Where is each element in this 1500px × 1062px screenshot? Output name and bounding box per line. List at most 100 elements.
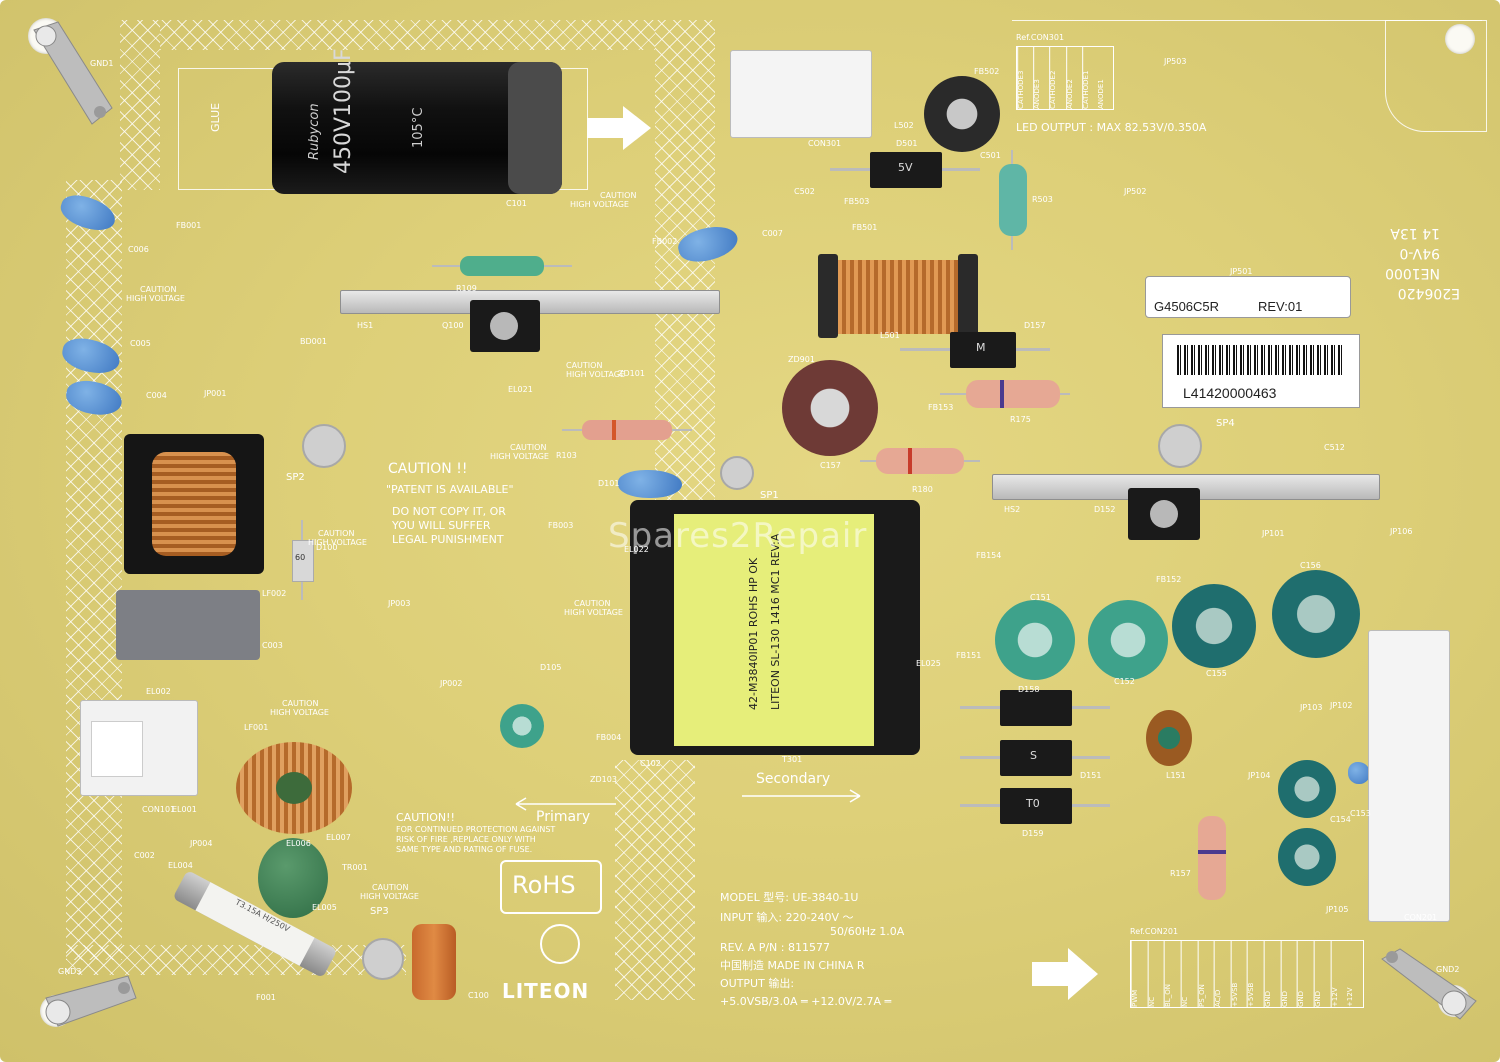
- diode-d501-mark: 5V: [898, 161, 913, 174]
- ref-con201: Ref.CON201: [1130, 927, 1179, 936]
- connector-con201[interactable]: [1368, 630, 1450, 922]
- caution-hv-4: CAUTION: [510, 443, 547, 452]
- con301-pin-6: ANODE1: [1096, 79, 1105, 109]
- con201-pin-table: PWM NC BL_ON NC PS_ON AC/D +5VSB +5VSB G…: [1130, 940, 1364, 1008]
- refdes-fb501: FB501: [852, 223, 878, 232]
- con301-pin-2: ANODE3: [1033, 47, 1050, 109]
- refdes-jp503: JP503: [1164, 57, 1187, 66]
- refdes-r175: R175: [1010, 415, 1031, 424]
- refdes-d152: D152: [1094, 505, 1116, 514]
- refdes-sp4: SP4: [1216, 418, 1235, 429]
- refdes-c006: C006: [128, 245, 149, 254]
- output-line: OUTPUT 输出:: [720, 977, 795, 990]
- hatch-top-band: [160, 20, 655, 50]
- refdes-zd103: ZD103: [590, 775, 617, 784]
- capacitor-d101-blue: [618, 470, 682, 498]
- resistor-r157: [1194, 810, 1230, 900]
- diode-d501: 5V: [830, 150, 980, 190]
- refdes-el025: EL025: [916, 659, 941, 668]
- ul-code: E206420: [1397, 285, 1460, 301]
- refdes-gnd3: GND3: [58, 967, 82, 976]
- high-voltage-2: HIGH VOLTAGE: [126, 294, 185, 303]
- diode-d157: M: [900, 330, 1050, 370]
- refdes-c154: C154: [1330, 815, 1351, 824]
- cap-label-brand: Rubycon: [307, 103, 322, 160]
- refdes-con301: CON301: [808, 139, 842, 148]
- refdes-d501: D501: [896, 139, 918, 148]
- brand-label: LITEON: [502, 979, 590, 1003]
- primary-arrow: [515, 797, 616, 811]
- con301-pin-4: ANODE2: [1065, 47, 1082, 109]
- glue-label: GLUE: [209, 102, 222, 132]
- copy-warning-2: YOU WILL SUFFER: [392, 519, 491, 532]
- caution-hv-8: CAUTION: [372, 883, 409, 892]
- sticker-model-code: G4506C5R: [1154, 299, 1220, 314]
- refdes-f001: F001: [256, 993, 276, 1002]
- refdes-jp001: JP001: [204, 389, 227, 398]
- refdes-d151: D151: [1080, 771, 1102, 780]
- refdes-tr001: TR001: [342, 863, 368, 872]
- refdes-l151: L151: [1166, 771, 1186, 780]
- refdes-hs1: HS1: [357, 321, 374, 330]
- con201-pin-7: GND: [1280, 941, 1298, 1007]
- refdes-lf001: LF001: [244, 723, 269, 732]
- inductor-l151: [1146, 710, 1192, 766]
- high-voltage-1: HIGH VOLTAGE: [570, 200, 629, 209]
- con201-pin-10: +5VSB: [1230, 941, 1248, 1007]
- refdes-l502: L502: [894, 121, 914, 130]
- refdes-r503: R503: [1032, 195, 1053, 204]
- diode-d157-mark: M: [976, 341, 986, 354]
- refdes-r109: R109: [456, 284, 477, 293]
- refdes-q100: Q100: [442, 321, 464, 330]
- refdes-zd101: ZD101: [618, 369, 645, 378]
- refdes-el001: EL001: [172, 805, 197, 814]
- diode-d100-mark: 60: [295, 553, 306, 562]
- refdes-fb153: FB153: [928, 403, 954, 412]
- refdes-c003: C003: [262, 641, 283, 650]
- caution-title: CAUTION !!: [388, 461, 468, 477]
- cap-label-value: 450V100μF: [331, 48, 356, 174]
- fuse-caution-title: CAUTION!!: [396, 811, 455, 824]
- connector-con101[interactable]: [80, 700, 198, 796]
- copy-warning-3: LEGAL PUNISHMENT: [392, 533, 504, 546]
- refdes-fb152: FB152: [1156, 575, 1182, 584]
- varistor-green: [258, 838, 328, 918]
- con201-pin-15: NC: [1147, 941, 1165, 1007]
- diode-d159-mark: T0: [1026, 797, 1040, 810]
- refdes-c005: C005: [130, 339, 151, 348]
- fuse-caution-1: FOR CONTINUED PROTECTION AGAINST: [396, 825, 556, 834]
- con201-pin-13: NC: [1180, 941, 1198, 1007]
- refdes-l501: L501: [880, 331, 900, 340]
- refdes-jp105: JP105: [1326, 905, 1349, 914]
- diode-d100: 60: [292, 520, 314, 600]
- refdes-el022: EL022: [624, 545, 649, 554]
- sticker-serial: L41420000463: [1162, 334, 1360, 408]
- test-point-sp3: [362, 938, 404, 980]
- transformer-text-1: 42-M3840IP01 ROHS HP OK: [747, 557, 760, 710]
- caution-hv-6: CAUTION: [574, 599, 611, 608]
- high-voltage-3: HIGH VOLTAGE: [566, 370, 625, 379]
- refdes-fb001: FB001: [176, 221, 202, 230]
- refdes-c102: C102: [640, 759, 661, 768]
- refdes-gnd2: GND2: [1436, 965, 1460, 974]
- refdes-fb002: FB002: [652, 237, 678, 246]
- refdes-fb503: FB503: [844, 197, 870, 206]
- ul-rating: 94V-0: [1399, 245, 1440, 261]
- outline-right-top: [1012, 20, 1482, 22]
- resistor-r103: [562, 420, 692, 440]
- cap-label-temp: 105°C: [411, 107, 426, 148]
- diode-d159: T0: [960, 786, 1110, 826]
- con301-pin-table: CATHODE3 ANODE3 CATHODE2 ANODE2 CATHODE1…: [1016, 46, 1114, 110]
- ground-lug-gnd1: [28, 20, 118, 130]
- secondary-label: Secondary: [756, 771, 831, 787]
- refdes-c153: C153: [1350, 809, 1371, 818]
- refdes-hs2: HS2: [1004, 505, 1021, 514]
- connector-con301[interactable]: [730, 50, 872, 138]
- fuse-caution-3: SAME TYPE AND RATING OF FUSE.: [396, 845, 533, 854]
- refdes-c156: C156: [1300, 561, 1321, 570]
- refdes-c155: C155: [1206, 669, 1227, 678]
- caution-hv-7: CAUTION: [282, 699, 319, 708]
- refdes-jp002: JP002: [440, 679, 463, 688]
- inductor-l501: [818, 250, 978, 340]
